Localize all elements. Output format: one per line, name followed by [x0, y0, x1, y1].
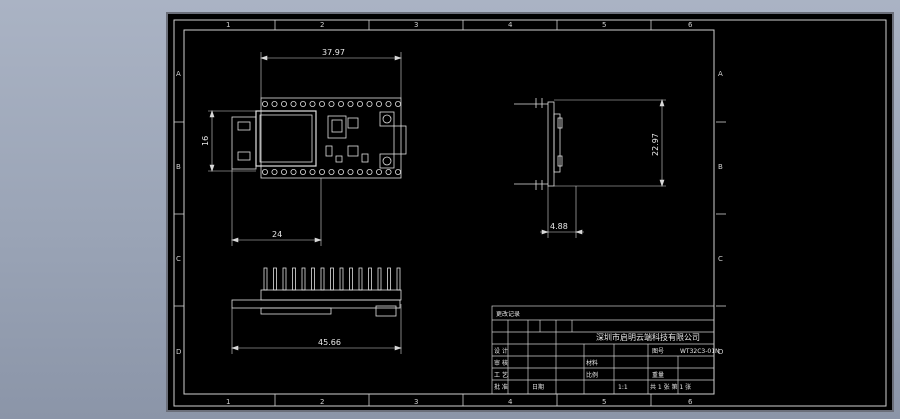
drawing-number: WT32C3-01N — [680, 348, 720, 355]
zone-bottom-4: 4 — [508, 398, 513, 406]
header-pin — [330, 267, 334, 291]
zone-bottom-1: 1 — [226, 398, 230, 406]
zone-left-a: A — [176, 70, 181, 78]
pin-hole-top — [356, 101, 363, 108]
module-side-view — [514, 98, 563, 190]
header-pin — [282, 267, 287, 291]
cad-drawing: 1 2 3 4 5 6 1 2 3 4 5 6 A B C D A B C D — [173, 19, 887, 407]
zone-bottom-3: 3 — [414, 398, 418, 406]
scale-value: 1:1 — [618, 384, 628, 391]
pin-hole-bottom — [328, 168, 335, 175]
dim-top-width: 37.97 — [322, 48, 345, 57]
pin-hole-bottom — [271, 168, 278, 175]
pin-hole-top — [394, 101, 401, 108]
header-pin — [368, 267, 372, 291]
title-block — [491, 305, 715, 395]
dim-inner-width: 24 — [272, 230, 282, 239]
label-scale: 比例 — [586, 371, 598, 379]
zone-top-5: 5 — [602, 21, 606, 29]
pin-hole-top — [290, 101, 297, 108]
zone-bottom-6: 6 — [688, 398, 693, 406]
label-check: 审 核 — [494, 359, 508, 367]
pin-hole-bottom — [309, 168, 316, 175]
header-pin — [320, 267, 325, 291]
pin-hole-top — [309, 101, 316, 108]
pin-hole-bottom — [366, 168, 373, 175]
pin-hole-top — [262, 101, 269, 108]
pin-hole-top — [318, 101, 325, 108]
label-weight: 重量 — [652, 371, 664, 379]
pin-hole-bottom — [356, 168, 363, 175]
zone-top-6: 6 — [688, 21, 693, 29]
zone-right-a: A — [718, 70, 723, 78]
zone-top-4: 4 — [508, 21, 513, 29]
zone-top-3: 3 — [414, 21, 418, 29]
module-top-view — [231, 97, 407, 179]
zone-left-c: C — [176, 255, 181, 263]
pin-hole-top — [271, 101, 278, 108]
label-date: 日期 — [532, 383, 544, 391]
dim-side-thickness: 4.88 — [550, 222, 568, 231]
pin-hole-top — [347, 101, 354, 108]
zone-bottom-2: 2 — [320, 398, 324, 406]
dim-bottom-width: 45.66 — [318, 338, 341, 347]
zone-right-d: D — [718, 348, 723, 356]
pin-hole-top — [299, 101, 306, 108]
zone-right-b: B — [718, 163, 723, 171]
zone-top-1: 1 — [226, 21, 230, 29]
header-pin — [273, 267, 277, 291]
label-design: 设 计 — [494, 347, 508, 355]
label-material: 材料 — [586, 359, 598, 367]
header-pin — [339, 267, 344, 291]
zone-bottom-5: 5 — [602, 398, 606, 406]
outer-frame — [173, 19, 887, 407]
pin-hole-bottom — [299, 168, 306, 175]
header-pin — [311, 267, 315, 291]
pin-hole-top — [385, 101, 392, 108]
pin-hole-bottom — [281, 168, 288, 175]
pin-hole-bottom — [385, 168, 392, 175]
module-front-view — [231, 267, 402, 317]
header-pin — [358, 267, 363, 291]
header-pin — [301, 267, 306, 291]
pin-hole-bottom — [290, 168, 297, 175]
pin-hole-bottom — [375, 168, 382, 175]
drawing-sheet: 1 2 3 4 5 6 1 2 3 4 5 6 A B C D A B C D — [166, 12, 894, 412]
pin-hole-top — [375, 101, 382, 108]
label-drawing-no: 图号 — [652, 348, 664, 355]
zone-left-d: D — [176, 348, 181, 356]
pin-hole-top — [337, 101, 344, 108]
header-pin — [387, 267, 391, 291]
dim-left-height: 16 — [201, 136, 210, 146]
header-pin — [263, 267, 268, 291]
pin-hole-top — [281, 101, 288, 108]
label-process: 工 艺 — [494, 371, 508, 379]
pin-hole-bottom — [337, 168, 344, 175]
zone-top-2: 2 — [320, 21, 324, 29]
header-pin — [292, 267, 296, 291]
header-pin — [349, 267, 353, 291]
label-approve: 批 准 — [494, 383, 508, 391]
zone-left-b: B — [176, 163, 181, 171]
pin-hole-top — [328, 101, 335, 108]
company-name: 深圳市启明云端科技有限公司 — [596, 332, 700, 342]
pin-hole-bottom — [318, 168, 325, 175]
dim-right-height: 22.97 — [651, 133, 660, 156]
inner-frame — [183, 29, 715, 395]
revision-header: 更改记录 — [496, 310, 520, 318]
zone-right-c: C — [718, 255, 723, 263]
header-pin — [396, 267, 401, 291]
pin-hole-bottom — [262, 168, 269, 175]
pin-hole-bottom — [394, 168, 401, 175]
header-pin — [377, 267, 382, 291]
pin-hole-bottom — [347, 168, 354, 175]
pin-hole-top — [366, 101, 373, 108]
label-sheet: 共 1 张 第 1 张 — [650, 383, 691, 391]
